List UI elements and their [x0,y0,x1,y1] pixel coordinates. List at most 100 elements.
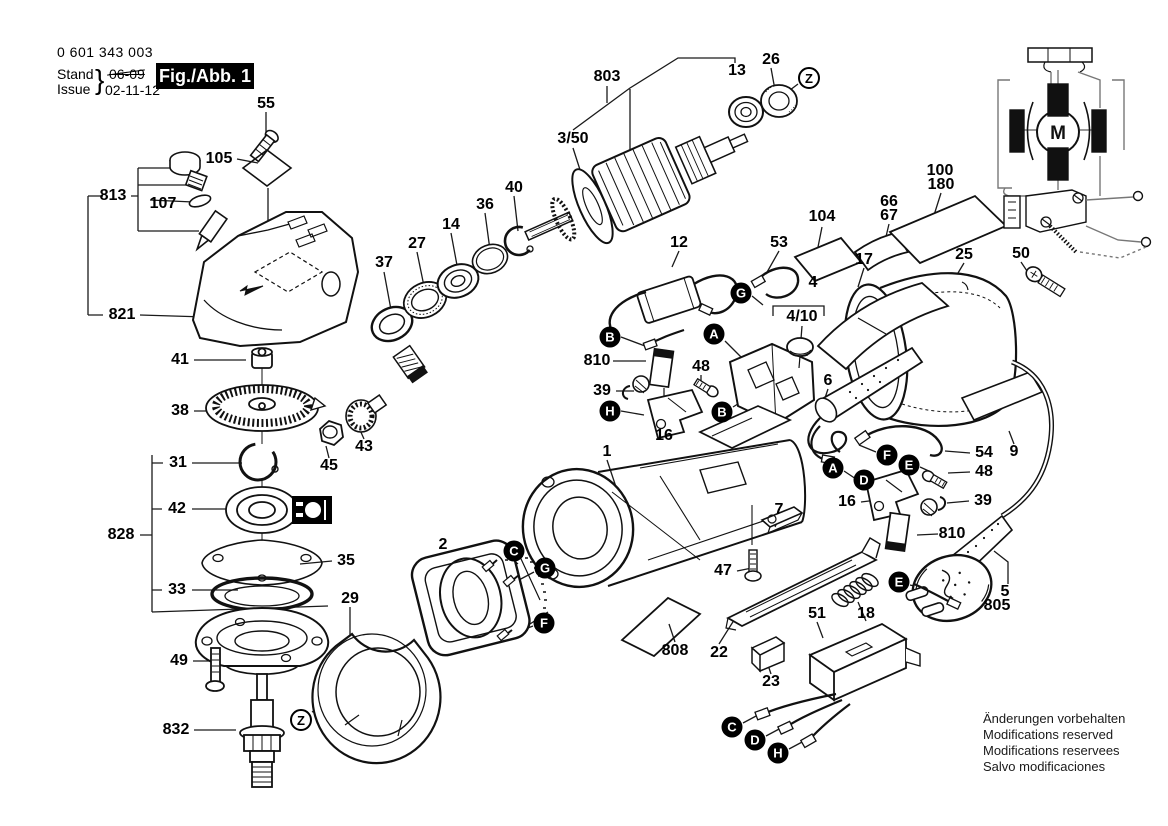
part-label-25: 25 [955,246,973,263]
callout-C: C [721,716,743,738]
part-label-100: 100 [926,162,954,179]
cable-guard-drawing [807,346,924,455]
part-label-180: 180 [927,176,955,193]
issue-label: Issue [57,81,91,97]
part-label-48: 48 [975,463,993,480]
part-label-6: 6 [823,372,833,389]
part-label-36: 36 [476,196,494,213]
callout-E: E [888,571,910,593]
callout-Z: Z [290,709,312,731]
part-label-9: 9 [1009,443,1019,460]
part-label-48: 48 [692,358,710,375]
part-label-39: 39 [593,382,611,399]
part-label-1: 1 [602,443,612,460]
spindle-832 [239,673,285,788]
part-label-31: 31 [169,454,187,471]
issue-date: 02-11-12 [105,82,161,98]
note-line-es: Salvo modificaciones [983,759,1106,774]
part-label-4-10: 4/10 [786,308,818,325]
part-label-35: 35 [337,552,355,569]
part-label-18: 18 [857,605,875,622]
brush-assembly-right-drawing [810,425,962,611]
callout-D: D [853,469,875,491]
wiring-parts-drawing [608,266,800,351]
part-label-5: 5 [1000,583,1010,600]
part-label-832: 832 [162,721,190,738]
superseded-date: 06-09 [109,66,145,82]
part-label-26: 26 [762,51,780,68]
housing-small-parts-drawing [169,129,293,252]
part-label-41: 41 [171,351,189,368]
part-label-3-50: 3/50 [557,130,589,147]
field-stator-drawing [410,539,549,657]
part-label-810: 810 [938,525,966,542]
callout-A: A [822,457,844,479]
part-label-7: 7 [774,501,784,518]
part-label-16: 16 [655,427,673,444]
armature-drawing [524,84,798,245]
part-label-37: 37 [375,254,393,271]
document-header: 0 601 343 003 Stand Issue } 06-09 02-11-… [57,44,257,100]
part-label-50: 50 [1012,245,1030,262]
part-label-55: 55 [257,95,275,112]
callout-C: C [503,540,525,562]
callout-Z: Z [798,67,820,89]
part-label-66: 66 [880,193,898,210]
callout-B: B [599,326,621,348]
part-label-29: 29 [341,590,359,607]
sticker-labels-drawing [793,194,1008,371]
callout-D: D [744,729,766,751]
part-label-105: 105 [205,150,233,167]
figure-title-box: Fig./Abb. 1 [156,63,254,89]
part-label-107: 107 [149,195,177,212]
part-number: 0 601 343 003 [57,44,154,60]
part-label-17: 17 [855,251,873,268]
callout-E: E [898,454,920,476]
callout-B: B [711,401,733,423]
callout-H: H [767,742,789,764]
stand-label: Stand [57,66,94,82]
part-label-53: 53 [770,234,788,251]
part-label-27: 27 [408,235,426,252]
part-label-67: 67 [880,207,898,224]
part-label-33: 33 [168,581,186,598]
part-label-810: 810 [583,352,611,369]
part-label-14: 14 [442,216,460,233]
part-label-22: 22 [710,644,728,661]
part-label-47: 47 [714,562,732,579]
brace-glyph: } [95,64,105,95]
gear-housing-cover-drawing [191,211,360,348]
part-label-104: 104 [808,208,836,225]
part-label-828: 828 [107,526,135,543]
part-label-803: 803 [593,68,621,85]
note-line-en: Modifications reserved [983,727,1114,742]
schematic-motor-label: M [1050,123,1066,144]
spring-18 [831,572,879,608]
part-label-49: 49 [170,652,188,669]
callout-F: F [533,612,555,634]
bearing-cover-drawing [311,632,442,765]
part-label-39: 39 [974,492,992,509]
bearing-ring-row-drawing [309,225,535,447]
gear-stack-drawing [194,347,332,788]
part-label-43: 43 [355,438,373,455]
part-label-16: 16 [838,493,856,510]
part-label-23: 23 [762,673,780,690]
note-line-de: Änderungen vorbehalten [983,711,1126,726]
part-label-12: 12 [670,234,688,251]
part-label-813: 813 [99,187,127,204]
part-label-45: 45 [320,457,338,474]
callout-A: A [703,323,725,345]
part-label-2: 2 [438,536,448,553]
callout-F: F [876,444,898,466]
power-cord-drawing [905,359,1054,623]
modification-notes: Änderungen vorbehalten Modifications res… [983,711,1125,775]
gear-case-drawing [521,439,807,589]
part-label-805: 805 [983,597,1011,614]
part-label-40: 40 [505,179,523,196]
part-label-42: 42 [168,500,186,517]
note-line-fr: Modifications reservees [983,743,1120,758]
part-label-13: 13 [728,62,746,79]
brush-assembly-left-drawing [622,347,719,440]
